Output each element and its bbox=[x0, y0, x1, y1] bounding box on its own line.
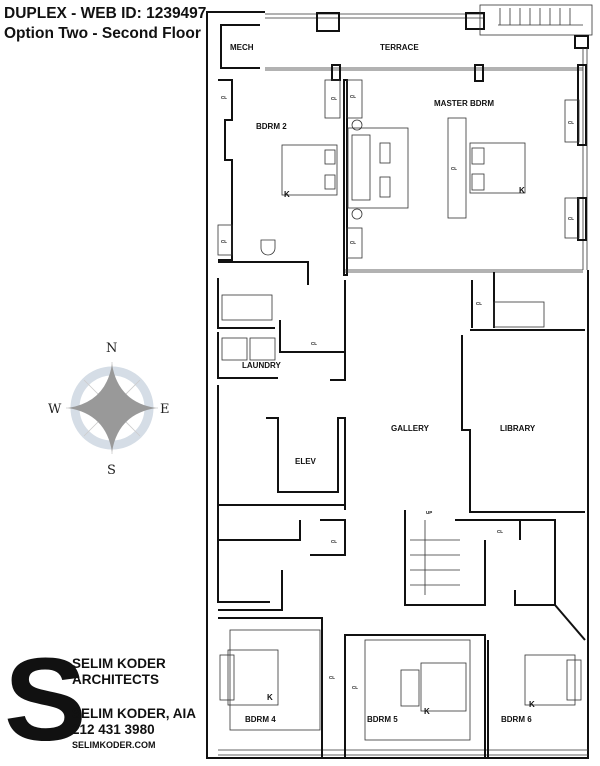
website-link[interactable]: SELIMKODER.COM bbox=[72, 740, 156, 750]
compass-west: W bbox=[48, 402, 62, 417]
room-label-library: LIBRARY bbox=[500, 424, 536, 433]
exterior-walls bbox=[206, 4, 593, 759]
logo-mark: S bbox=[4, 634, 87, 766]
interior-walls bbox=[217, 24, 587, 758]
architect-logo: S SELIM KODER ARCHITECTS SELIM KODER, AI… bbox=[0, 640, 210, 760]
room-label-laundry: LAUNDRY bbox=[242, 361, 281, 370]
closet-label: CL bbox=[568, 120, 574, 125]
room-label-bdrm-4: BDRM 4 bbox=[245, 715, 276, 724]
closet-label: CL bbox=[350, 240, 356, 245]
king-bed-label: K bbox=[284, 190, 290, 199]
room-label-bdrm-5: BDRM 5 bbox=[367, 715, 398, 724]
exterior-stair bbox=[498, 8, 583, 26]
closet-label: CL bbox=[476, 301, 482, 306]
closet-label: CL bbox=[331, 96, 337, 101]
title-line-2: Option Two - Second Floor bbox=[4, 25, 201, 42]
closet-label: CL bbox=[311, 341, 317, 346]
room-label-bdrm-2: BDRM 2 bbox=[256, 122, 287, 131]
king-bed-label: K bbox=[529, 700, 535, 709]
closet-label: CL bbox=[221, 239, 227, 244]
king-bed-label: K bbox=[424, 707, 430, 716]
closet-label: CL bbox=[352, 685, 358, 690]
room-label-master-bdrm: MASTER BDRM bbox=[434, 99, 494, 108]
firm-name-line-2: ARCHITECTS bbox=[72, 672, 159, 687]
room-label-elev: ELEV bbox=[295, 457, 317, 466]
closet-label: CL bbox=[221, 95, 227, 100]
room-label-gallery: GALLERY bbox=[391, 424, 430, 433]
room-label-mech: MECH bbox=[230, 43, 254, 52]
closet-label: CL bbox=[497, 529, 503, 534]
firm-name: SELIM KODER ARCHITECTS bbox=[72, 656, 166, 688]
title-line-1: DUPLEX - WEB ID: 1239497 bbox=[4, 5, 207, 22]
king-bed-label: K bbox=[519, 186, 525, 195]
phone-number: 212 431 3980 bbox=[72, 722, 155, 737]
room-label-bdrm-6: BDRM 6 bbox=[501, 715, 532, 724]
compass-north: N bbox=[106, 341, 117, 356]
closet-label: CL bbox=[350, 94, 356, 99]
king-bed-label: K bbox=[267, 693, 273, 702]
compass-east: E bbox=[160, 402, 170, 417]
closet-label: CL bbox=[568, 216, 574, 221]
closet-label: CL bbox=[331, 539, 337, 544]
architect-name: SELIM KODER, AIA bbox=[72, 706, 197, 721]
stair-up-label: UP bbox=[426, 510, 432, 515]
contact-info: SELIM KODER, AIA 212 431 3980 bbox=[72, 706, 196, 738]
closet-label: CL bbox=[451, 166, 457, 171]
closet-label: CL bbox=[329, 675, 335, 680]
furniture bbox=[217, 79, 582, 741]
compass-rose-icon bbox=[66, 362, 158, 454]
room-label-terrace: TERRACE bbox=[380, 43, 419, 52]
firm-name-line-1: SELIM KODER bbox=[72, 656, 166, 671]
compass-south: S bbox=[107, 463, 116, 478]
plan-title: DUPLEX - WEB ID: 1239497 Option Two - Se… bbox=[4, 4, 206, 44]
